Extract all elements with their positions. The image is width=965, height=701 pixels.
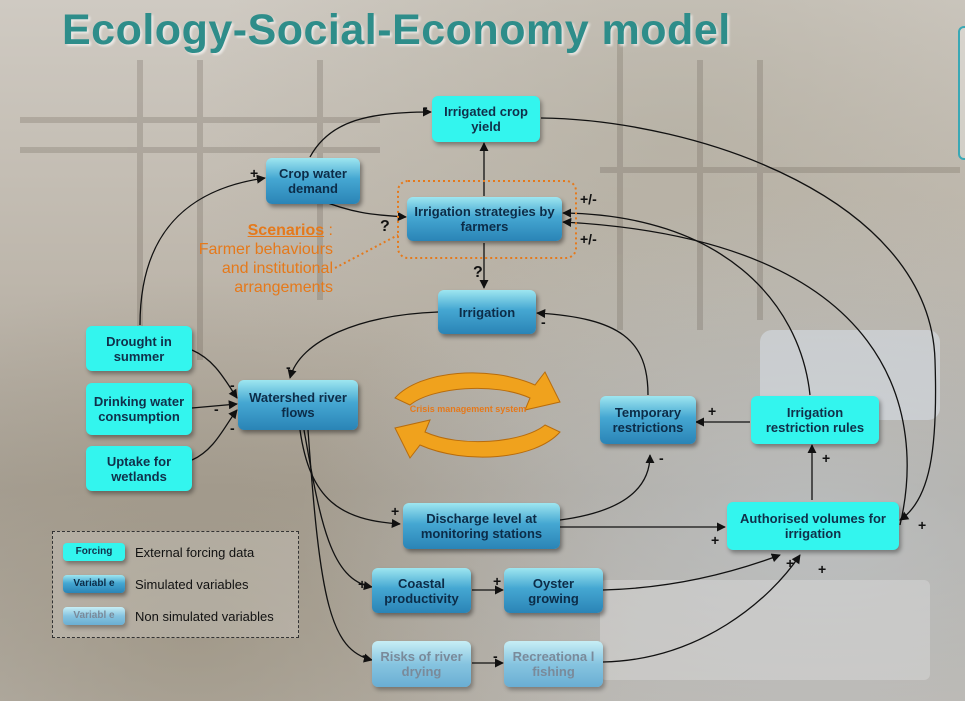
sign-demand-from-drought: +: [250, 165, 259, 181]
sign-discharge-from-flows: +: [391, 503, 400, 519]
legend-row-simulated: Variabl e Simulated variables: [63, 575, 248, 593]
sign-restrictions-from-rules: +: [708, 403, 717, 419]
sign-flows-from-drought: -: [230, 377, 235, 393]
node-discharge-level: Discharge level at monitoring stations: [403, 503, 560, 549]
node-irrigated-crop-yield: Irrigated crop yield: [432, 96, 540, 142]
node-irrigation: Irrigation: [438, 290, 536, 334]
node-drinking-water-consumption: Drinking water consumption: [86, 383, 192, 435]
legend-row-nonsimulated: Variabl e Non simulated variables: [63, 607, 274, 625]
scenarios-annotation: Scenarios : Farmer behaviours and institu…: [193, 221, 333, 297]
node-oyster-growing: Oyster growing: [504, 568, 603, 613]
sign-risks-from-flows: -: [362, 647, 367, 663]
node-irrigation-strategies: Irrigation strategies by farmers: [407, 197, 562, 241]
sign-rules-from-volumes: +: [822, 450, 831, 466]
legend-forcing-text: External forcing data: [135, 544, 255, 560]
sign-irrigation-from-restrictions: -: [541, 314, 546, 330]
node-temporary-restrictions: Temporary restrictions: [600, 396, 696, 444]
scenarios-text: Farmer behaviours and institutional arra…: [198, 241, 333, 296]
sign-volumes-from-oyster: +: [786, 555, 795, 571]
sign-flows-from-irrigation: -: [286, 359, 291, 375]
node-irrigation-restriction-rules: Irrigation restriction rules: [751, 396, 879, 444]
legend: Forcing External forcing data Variabl e …: [52, 531, 299, 638]
sign-strategies-1: +/-: [580, 191, 597, 207]
sign-restrictions-from-discharge: -: [659, 450, 664, 466]
scenarios-colon: :: [324, 222, 333, 239]
legend-row-forcing: Forcing External forcing data: [63, 543, 254, 561]
sign-fishing-from-risks: -: [493, 648, 498, 664]
scenarios-label: Scenarios: [247, 222, 325, 239]
sign-volumes-from-fishing: +: [818, 561, 827, 577]
legend-simulated-text: Simulated variables: [135, 576, 249, 592]
legend-forcing-swatch: Forcing: [63, 543, 125, 561]
node-uptake-for-wetlands: Uptake for wetlands: [86, 446, 192, 491]
node-drought-in-summer: Drought in summer: [86, 326, 192, 371]
side-panel-edge: [958, 26, 965, 160]
question-strategies-to-irrigation: ?: [473, 264, 483, 281]
legend-nonsimulated-text: Non simulated variables: [135, 608, 274, 624]
node-authorised-volumes: Authorised volumes for irrigation: [727, 502, 899, 550]
node-recreational-fishing: Recreationa l fishing: [504, 641, 603, 687]
legend-simulated-swatch: Variabl e: [63, 575, 125, 593]
question-demand-to-strategies: ?: [380, 218, 390, 235]
sign-volumes-from-yield: +: [918, 517, 927, 533]
sign-flows-from-uptake: -: [230, 420, 235, 436]
node-risks-of-river-drying: Risks of river drying: [372, 641, 471, 687]
crisis-management-label: Crisis management system: [409, 404, 527, 414]
slide-title: Ecology-Social-Economy model: [62, 6, 731, 54]
sign-volumes-from-discharge: +: [711, 532, 720, 548]
sign-yield-from-demand: -: [423, 99, 428, 115]
node-watershed-river-flows: Watershed river flows: [238, 380, 358, 430]
node-coastal-productivity: Coastal productivity: [372, 568, 471, 613]
sign-oyster-from-coastal: +: [493, 573, 502, 589]
legend-nonsimulated-swatch: Variabl e: [63, 607, 125, 625]
node-crop-water-demand: Crop water demand: [266, 158, 360, 204]
sign-strategies-2: +/-: [580, 231, 597, 247]
sign-coastal-from-flows: +: [358, 576, 367, 592]
sign-flows-from-drinking: -: [214, 401, 219, 417]
